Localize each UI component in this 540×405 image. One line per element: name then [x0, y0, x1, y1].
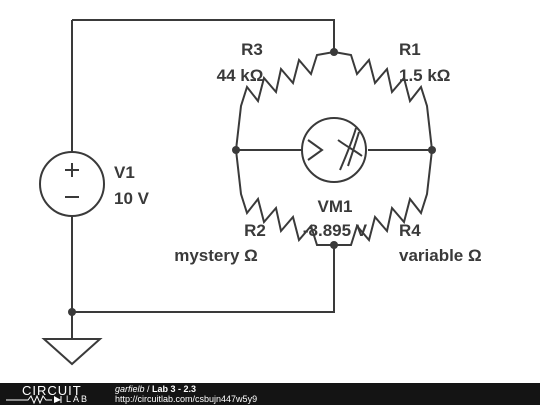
- r4-value: variable Ω: [399, 246, 482, 265]
- circuit-title[interactable]: Lab 3 - 2.3: [152, 384, 197, 394]
- title-separator: /: [144, 384, 153, 394]
- r2-value: mystery Ω: [174, 246, 258, 265]
- ground-symbol: [41, 338, 103, 366]
- author-link[interactable]: garfielb: [115, 384, 145, 394]
- circuit-url[interactable]: http://circuitlab.com/csbujn447w5y9: [115, 394, 258, 404]
- circuitlab-logo[interactable]: CIRCUIT LAB: [6, 383, 106, 404]
- resistor-r1[interactable]: [333, 51, 433, 151]
- resistor-r4[interactable]: [334, 149, 433, 246]
- voltmeter-symbol-icon: [307, 139, 324, 161]
- resistor-r3[interactable]: [235, 51, 335, 151]
- wire-top: [72, 19, 335, 52]
- footer-bar: CIRCUIT LAB garfielb / Lab 3 - 2.3 http:…: [0, 383, 540, 405]
- circuit-schematic: R3 44 kΩ R1 1.5 kΩ V1 10 V VM1 -8.895 V …: [39, 19, 482, 366]
- r3-name: R3: [241, 40, 263, 59]
- wire-bottom: [72, 245, 335, 313]
- node-right: [428, 146, 436, 154]
- voltmeter-vm1[interactable]: [301, 117, 367, 183]
- r1-value: 1.5 kΩ: [399, 66, 450, 85]
- footer-title-line: garfielb / Lab 3 - 2.3: [115, 384, 257, 394]
- node-bottom: [330, 241, 338, 249]
- r4-name: R4: [399, 221, 421, 240]
- node-left: [232, 146, 240, 154]
- node-top: [330, 48, 338, 56]
- r2-name: R2: [244, 221, 266, 240]
- voltage-source-v1[interactable]: [39, 151, 105, 217]
- r3-value: 44 kΩ: [217, 66, 264, 85]
- vm1-value: -8.895 V: [303, 221, 368, 240]
- node-ground: [68, 308, 76, 316]
- vm1-name: VM1: [318, 197, 353, 216]
- v1-value: 10 V: [114, 189, 150, 208]
- r1-name: R1: [399, 40, 421, 59]
- logo-text-lab: LAB: [66, 394, 90, 404]
- logo-resistor-icon: [6, 395, 62, 404]
- resistor-r2[interactable]: [235, 149, 334, 246]
- footer-text: garfielb / Lab 3 - 2.3 http://circuitlab…: [115, 384, 257, 404]
- v1-name: V1: [114, 163, 135, 182]
- logo-text-circuit: CIRCUIT: [22, 383, 82, 398]
